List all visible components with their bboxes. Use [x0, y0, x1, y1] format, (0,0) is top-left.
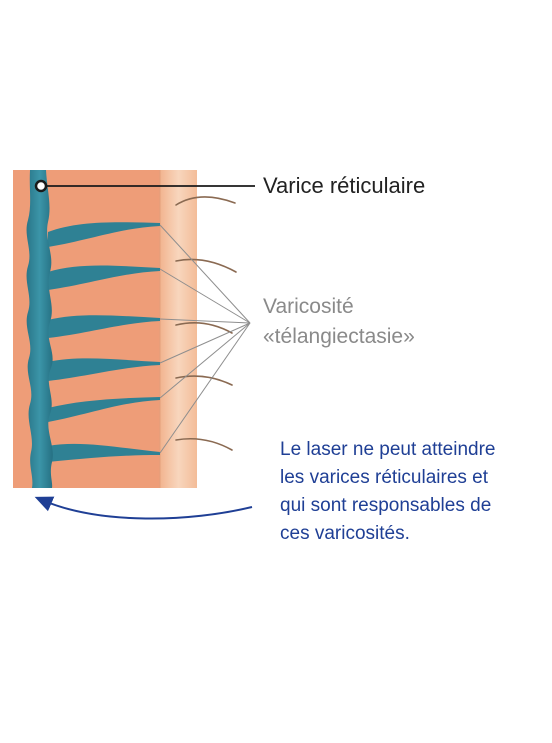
- varicosity-pointer-lines: [159, 224, 251, 454]
- vein-marker-dot: [34, 179, 48, 193]
- reticular-vein: [26, 170, 53, 488]
- note-line-4: ces varicosités.: [280, 523, 410, 544]
- note-line-1: Le laser ne peut atteindre: [280, 439, 496, 460]
- curved-arrow: [34, 496, 253, 520]
- varicosity-label-line1: Varicosité: [263, 295, 354, 318]
- note-line-3: qui sont responsables de: [280, 495, 491, 516]
- hairs: [175, 196, 237, 451]
- skin-surface: [160, 170, 197, 488]
- varicosity-branches: [48, 222, 160, 462]
- note-line-2: les varices réticulaires et: [280, 467, 489, 488]
- reticular-vein-label: Varice réticulaire: [263, 173, 425, 198]
- varicosity-label-line2: «télangiectasie»: [263, 325, 415, 348]
